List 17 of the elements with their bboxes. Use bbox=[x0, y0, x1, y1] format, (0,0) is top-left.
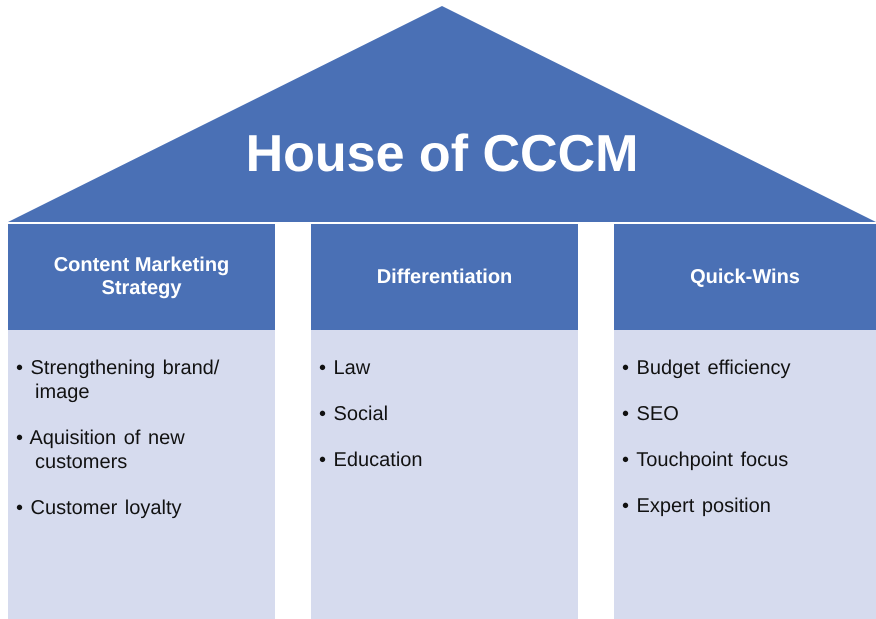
pillar-body bbox=[8, 330, 275, 619]
bullet-item: • SEO bbox=[622, 402, 680, 426]
bullet-item: • Aquisition of new customers bbox=[16, 426, 186, 474]
pillar-header: Quick-Wins bbox=[614, 224, 876, 330]
roof-title: House of CCCM bbox=[246, 124, 638, 184]
bullet-item: • Budget efficiency bbox=[622, 356, 792, 380]
pillar-body bbox=[614, 330, 876, 619]
bullet-item: • Customer loyalty bbox=[16, 496, 182, 520]
bullet-item: • Touchpoint focus bbox=[622, 448, 790, 472]
pillar-body bbox=[311, 330, 578, 619]
pillar-header: Content Marketing Strategy bbox=[8, 224, 275, 330]
bullet-item: • Expert position bbox=[622, 494, 772, 518]
bullet-item: • Law bbox=[319, 356, 372, 380]
bullet-item: • Education bbox=[319, 448, 424, 472]
bullet-item: • Strengthening brand/ image bbox=[16, 356, 220, 404]
bullet-item: • Social bbox=[319, 402, 390, 426]
pillar-header: Differentiation bbox=[311, 224, 578, 330]
